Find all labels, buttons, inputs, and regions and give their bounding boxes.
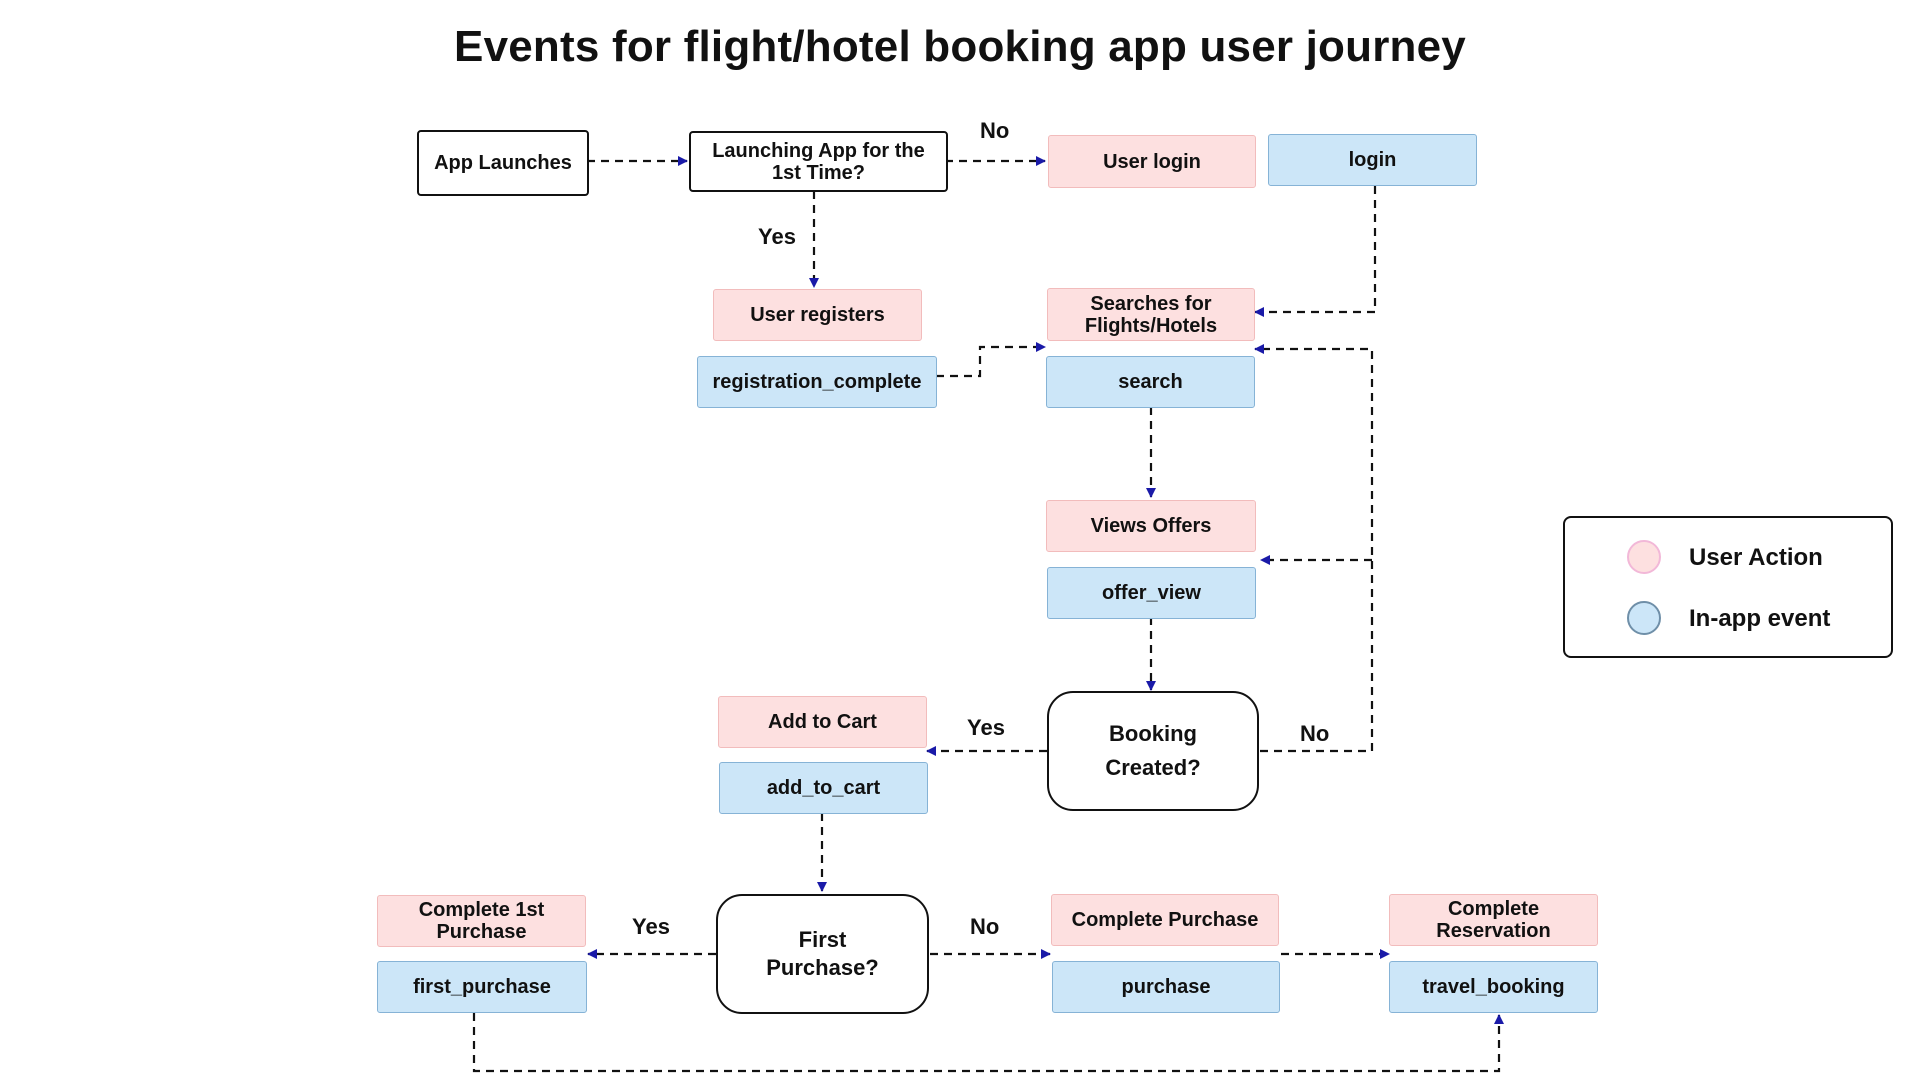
- legend-in-app-event-label: In-app event: [1689, 605, 1831, 632]
- searches-node: Searches for Flights/Hotels: [1047, 288, 1255, 341]
- purchase-event-node: purchase: [1052, 961, 1280, 1013]
- connector-login-to-search: [1254, 186, 1377, 317]
- add-to-cart-event-node: add_to_cart: [719, 762, 928, 814]
- edge-label-first-time-no: No: [980, 118, 1010, 143]
- user-login-node: User login: [1048, 135, 1256, 188]
- complete-purchase-node: Complete Purchase: [1051, 894, 1279, 946]
- first-purchase-decision-node: First Purchase?: [716, 894, 929, 1014]
- first-purchase-event-node: first_purchase: [377, 961, 587, 1013]
- complete-first-purchase-node: Complete 1st Purchase: [377, 895, 586, 947]
- app-launches-node: App Launches: [417, 130, 589, 196]
- in-app-event-swatch: [1627, 601, 1661, 635]
- complete-reservation-node: Complete Reservation: [1389, 894, 1598, 946]
- travel-booking-event-node: travel_booking: [1389, 961, 1598, 1013]
- registration-complete-event-node: registration_complete: [697, 356, 937, 408]
- legend: User Action In-app event: [1563, 516, 1893, 658]
- edge-label-booking-yes: Yes: [967, 715, 1005, 740]
- offer-view-event-node: offer_view: [1047, 567, 1256, 619]
- login-event-node: login: [1268, 134, 1477, 186]
- first-time-decision-node: Launching App for the 1st Time?: [689, 131, 948, 192]
- edge-label-booking-no: No: [1300, 721, 1330, 746]
- connector-first-purchase-to-booking: [472, 1013, 1504, 1073]
- add-to-cart-node: Add to Cart: [718, 696, 927, 748]
- connector-registration-to-search: [936, 342, 1046, 378]
- legend-row-user-action: User Action: [1565, 538, 1891, 578]
- edge-label-first-purchase-no: No: [970, 914, 1000, 939]
- edge-label-first-purchase-yes: Yes: [632, 914, 670, 939]
- legend-row-in-app-event: In-app event: [1565, 599, 1891, 639]
- diagram-title: Events for flight/hotel booking app user…: [454, 22, 1466, 71]
- connector-booking-no-to-search: [1254, 344, 1374, 753]
- legend-user-action-label: User Action: [1689, 544, 1823, 571]
- booking-created-decision-node: Booking Created?: [1047, 691, 1259, 811]
- user-action-swatch: [1627, 540, 1661, 574]
- views-offers-node: Views Offers: [1046, 500, 1256, 552]
- user-registers-node: User registers: [713, 289, 922, 341]
- edge-label-first-time-yes: Yes: [758, 224, 796, 249]
- search-event-node: search: [1046, 356, 1255, 408]
